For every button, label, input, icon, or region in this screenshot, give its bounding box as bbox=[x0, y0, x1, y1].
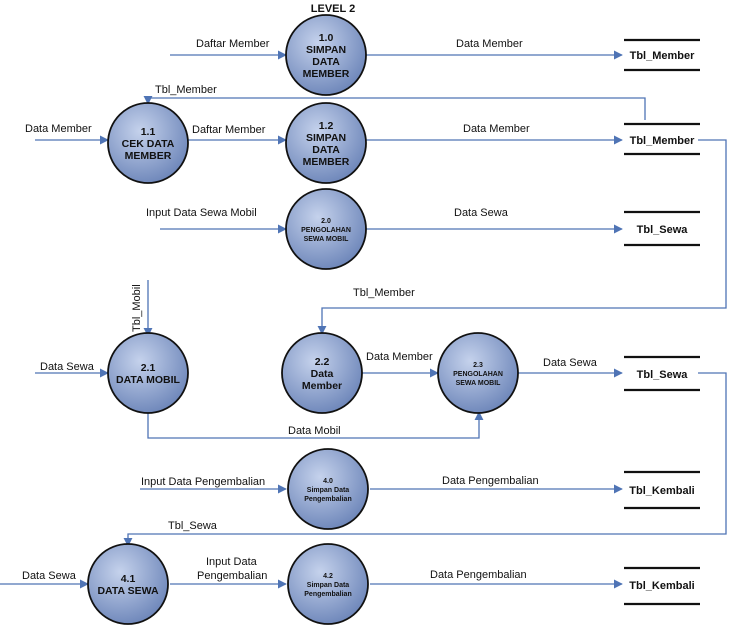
flow-label: Data Mobil bbox=[288, 425, 341, 437]
process-label: MEMBER bbox=[125, 150, 172, 162]
flow-label: Tbl_Mobil bbox=[131, 284, 143, 332]
flow-data-mobil bbox=[147, 411, 484, 439]
process-label: SEWA MOBIL bbox=[304, 236, 350, 243]
store-label: Tbl_Sewa bbox=[637, 369, 689, 381]
flow-label: Tbl_Member bbox=[353, 287, 415, 299]
flow-label: Data Member bbox=[25, 123, 92, 135]
flow-label: Data Member bbox=[463, 123, 530, 135]
process-label: 1.0 bbox=[319, 32, 334, 44]
flow-label: Data Sewa bbox=[40, 361, 95, 373]
process-label: Data bbox=[311, 368, 334, 380]
process-label: CEK DATA bbox=[122, 138, 175, 150]
flow-label: Input Data bbox=[206, 556, 258, 568]
process-label: PENGOLAHAN bbox=[301, 227, 351, 234]
store-tbl-kembali-1: Tbl_Kembali bbox=[624, 470, 700, 510]
process-label: Pengembalian bbox=[304, 496, 351, 503]
flow-label: Pengembalian bbox=[197, 570, 267, 582]
store-label: Tbl_Kembali bbox=[629, 580, 694, 592]
process-label: 4.2 bbox=[323, 573, 333, 580]
process-label: 4.1 bbox=[121, 573, 136, 585]
process-label: Member bbox=[302, 380, 342, 392]
process-label: Pengembalian bbox=[304, 591, 351, 598]
process-label: 1.1 bbox=[141, 126, 156, 138]
process-circle bbox=[285, 14, 367, 96]
process-circle bbox=[281, 332, 363, 414]
flow-label: Input Data Pengembalian bbox=[141, 476, 265, 488]
diagram-title: LEVEL 2 bbox=[311, 3, 355, 15]
process-label: Simpan Data bbox=[307, 487, 350, 494]
store-tbl-sewa-1: Tbl_Sewa bbox=[624, 210, 700, 247]
process-circle bbox=[285, 188, 367, 270]
flow-tbl-sewa-back bbox=[123, 372, 727, 547]
flow-label: Tbl_Member bbox=[155, 84, 217, 96]
store-tbl-sewa-2: Tbl_Sewa bbox=[624, 355, 700, 392]
process-label: DATA bbox=[312, 56, 340, 68]
flow-label: Data Sewa bbox=[22, 570, 77, 582]
flow-tbl-member-back bbox=[143, 95, 646, 120]
process-label: 1.2 bbox=[319, 120, 334, 132]
store-label: Tbl_Kembali bbox=[629, 485, 694, 497]
flow-tbl-member-down bbox=[317, 139, 727, 335]
process-label: SIMPAN bbox=[306, 132, 346, 144]
process-label: 4.0 bbox=[323, 478, 333, 485]
process-label: PENGOLAHAN bbox=[453, 371, 503, 378]
store-tbl-member-1: Tbl_Member bbox=[624, 38, 700, 72]
process-label: 2.0 bbox=[321, 218, 331, 225]
process-label: 2.3 bbox=[473, 362, 483, 369]
process-circle bbox=[287, 543, 369, 625]
process-label: Simpan Data bbox=[307, 582, 350, 589]
process-label: 2.1 bbox=[141, 362, 156, 374]
process-label: MEMBER bbox=[303, 156, 350, 168]
process-circle bbox=[107, 102, 189, 184]
process-circle bbox=[285, 102, 367, 184]
process-label: DATA SEWA bbox=[97, 585, 158, 597]
process-circle bbox=[437, 332, 519, 414]
store-label: Tbl_Member bbox=[630, 50, 696, 62]
store-label: Tbl_Member bbox=[630, 135, 696, 147]
flow-label: Daftar Member bbox=[196, 38, 270, 50]
flow-label: Data Sewa bbox=[543, 357, 598, 369]
process-label: MEMBER bbox=[303, 68, 350, 80]
process-circle bbox=[107, 332, 189, 414]
store-tbl-kembali-2: Tbl_Kembali bbox=[624, 566, 700, 606]
flow-label: Data Member bbox=[456, 38, 523, 50]
process-label: SIMPAN bbox=[306, 44, 346, 56]
flow-label: Data Pengembalian bbox=[430, 569, 527, 581]
process-label: DATA bbox=[312, 144, 340, 156]
flow-label: Data Pengembalian bbox=[442, 475, 539, 487]
process-circle bbox=[87, 543, 169, 625]
flow-label: Data Sewa bbox=[454, 207, 509, 219]
store-tbl-member-2: Tbl_Member bbox=[624, 122, 700, 156]
process-label: DATA MOBIL bbox=[116, 374, 181, 386]
flow-label: Daftar Member bbox=[192, 124, 266, 136]
process-label: 2.2 bbox=[315, 356, 330, 368]
flow-label: Data Member bbox=[366, 351, 433, 363]
process-label: SEWA MOBIL bbox=[456, 380, 502, 387]
process-circle bbox=[287, 448, 369, 530]
flow-label: Input Data Sewa Mobil bbox=[146, 207, 257, 219]
flow-label: Tbl_Sewa bbox=[168, 520, 218, 532]
store-label: Tbl_Sewa bbox=[637, 224, 689, 236]
